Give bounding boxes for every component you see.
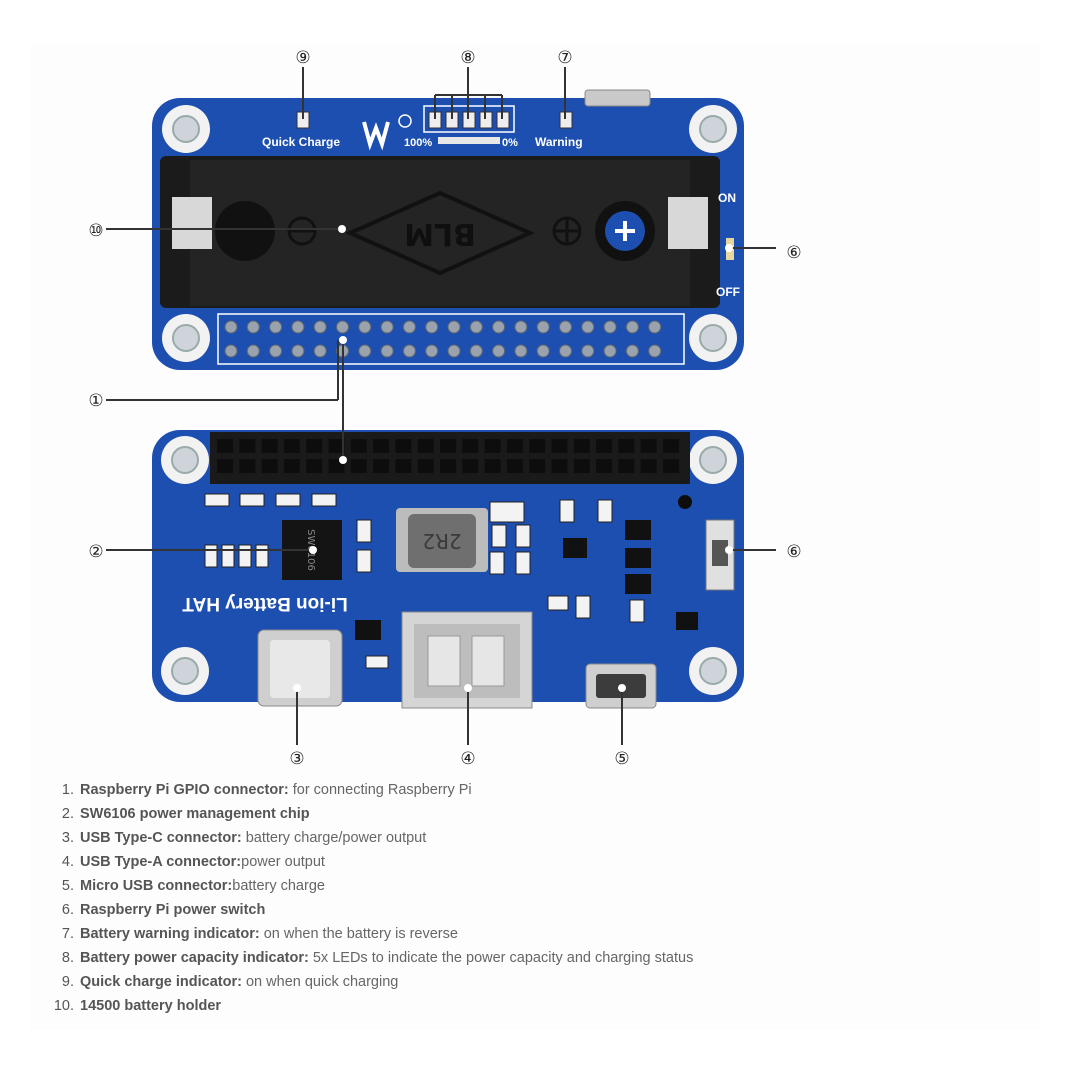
- usb-type-c-connector: [257, 629, 343, 707]
- battery-holder: BLM: [160, 156, 720, 308]
- mounting-hole: [689, 105, 737, 153]
- legend-item: 1. Raspberry Pi GPIO connector: for conne…: [50, 778, 770, 802]
- inductor-mark: 2R2: [422, 529, 461, 553]
- callout-2: ②: [88, 542, 103, 562]
- status-led: [678, 495, 692, 509]
- legend-item: 4. USB Type-A connector:power output: [50, 850, 770, 874]
- legend-description: on when quick charging: [241, 974, 399, 990]
- callout-10: ⑩: [88, 221, 103, 241]
- edge-connector: [584, 89, 651, 107]
- gpio-header-sockets: [214, 436, 684, 478]
- legend-description: battery charge: [232, 878, 325, 894]
- callout-1: ①: [88, 391, 103, 411]
- component-legend: 1. Raspberry Pi GPIO connector: for conne…: [50, 778, 770, 1018]
- callout-dots: [293, 225, 733, 692]
- mounting-hole: [689, 314, 737, 362]
- transistors: [355, 520, 698, 640]
- mounting-hole: [161, 436, 209, 484]
- legend-term: Raspberry Pi power switch: [80, 902, 266, 918]
- legend-number: 7.: [61, 926, 74, 942]
- board-illustration: Quick Charge 100% 0% Warning BLM: [88, 48, 801, 769]
- switch-off-label: OFF: [716, 285, 740, 299]
- legend-item: 6. Raspberry Pi power switch: [50, 898, 770, 922]
- legend-item: 7. Battery warning indicator: on when the…: [50, 922, 770, 946]
- legend-item: 2. SW6106 power management chip: [50, 802, 770, 826]
- legend-number: 8.: [61, 950, 74, 966]
- gpio-pins: [222, 318, 668, 360]
- legend-item: 3. USB Type-C connector: battery charge/p…: [50, 826, 770, 850]
- legend-number: 10.: [53, 998, 74, 1014]
- board-title: Li-ion Battery HAT: [182, 593, 348, 614]
- waveshare-logo: [362, 114, 412, 151]
- legend-term: SW6106 power management chip: [80, 806, 310, 822]
- mounting-hole: [162, 105, 210, 153]
- callout-leaders: [106, 67, 776, 745]
- inductor: 2R2: [396, 508, 488, 572]
- legend-number: 5.: [61, 878, 74, 894]
- legend-description: 5x LEDs to indicate the power capacity a…: [308, 950, 694, 966]
- legend-item: 10. 14500 battery holder: [50, 994, 770, 1018]
- bottom-board: SW6106 2R2 Li-ion Battery HAT: [152, 430, 744, 709]
- legend-number: 3.: [61, 830, 74, 846]
- legend-term: Raspberry Pi GPIO connector:: [80, 782, 289, 798]
- legend-description: battery charge/power output: [241, 830, 427, 846]
- quick-charge-label: Quick Charge: [262, 135, 340, 149]
- legend-item: 8. Battery power capacity indicator: 5x L…: [50, 946, 770, 970]
- legend-item: 5. Micro USB connector:battery charge: [50, 874, 770, 898]
- power-switch-bottom: [705, 519, 735, 591]
- callout-6-top: ⑥: [786, 243, 801, 263]
- legend-number: 9.: [61, 974, 74, 990]
- callout-6-bottom: ⑥: [786, 542, 801, 562]
- callout-5: ⑤: [614, 749, 629, 769]
- legend-description: on when the battery is reverse: [259, 926, 458, 942]
- callout-3: ③: [289, 749, 304, 769]
- gpio-outline: [217, 313, 685, 365]
- capacity-0-label: 0%: [502, 137, 518, 149]
- legend-term: 14500 battery holder: [80, 998, 222, 1014]
- callout-9: ⑨: [295, 48, 310, 68]
- legend-description: power output: [241, 854, 325, 870]
- legend-number: 1.: [61, 782, 74, 798]
- legend-term: USB Type-A connector:: [80, 854, 242, 870]
- legend-term: Micro USB connector:: [80, 878, 233, 894]
- legend-description: for connecting Raspberry Pi: [288, 782, 472, 798]
- capacity-bar: [438, 137, 500, 144]
- legend-number: 6.: [61, 902, 74, 918]
- legend-term: Battery power capacity indicator:: [80, 950, 309, 966]
- legend-number: 4.: [61, 854, 74, 870]
- legend-number: 2.: [61, 806, 74, 822]
- mounting-hole: [161, 647, 209, 695]
- top-board: Quick Charge 100% 0% Warning BLM: [152, 89, 744, 370]
- legend-term: USB Type-C connector:: [80, 830, 242, 846]
- capacity-100-label: 100%: [404, 137, 432, 149]
- legend-term: Quick charge indicator:: [80, 974, 242, 990]
- mounting-hole: [162, 314, 210, 362]
- callout-8: ⑧: [460, 48, 475, 68]
- holder-mark: BLM: [404, 216, 476, 251]
- switch-on-label: ON: [718, 191, 736, 205]
- legend-term: Battery warning indicator:: [80, 926, 260, 942]
- mounting-hole: [689, 436, 737, 484]
- warning-label: Warning: [535, 135, 583, 149]
- mounting-hole: [689, 647, 737, 695]
- legend-item: 9. Quick charge indicator: on when quick …: [50, 970, 770, 994]
- callout-7: ⑦: [557, 48, 572, 68]
- callout-4: ④: [460, 749, 475, 769]
